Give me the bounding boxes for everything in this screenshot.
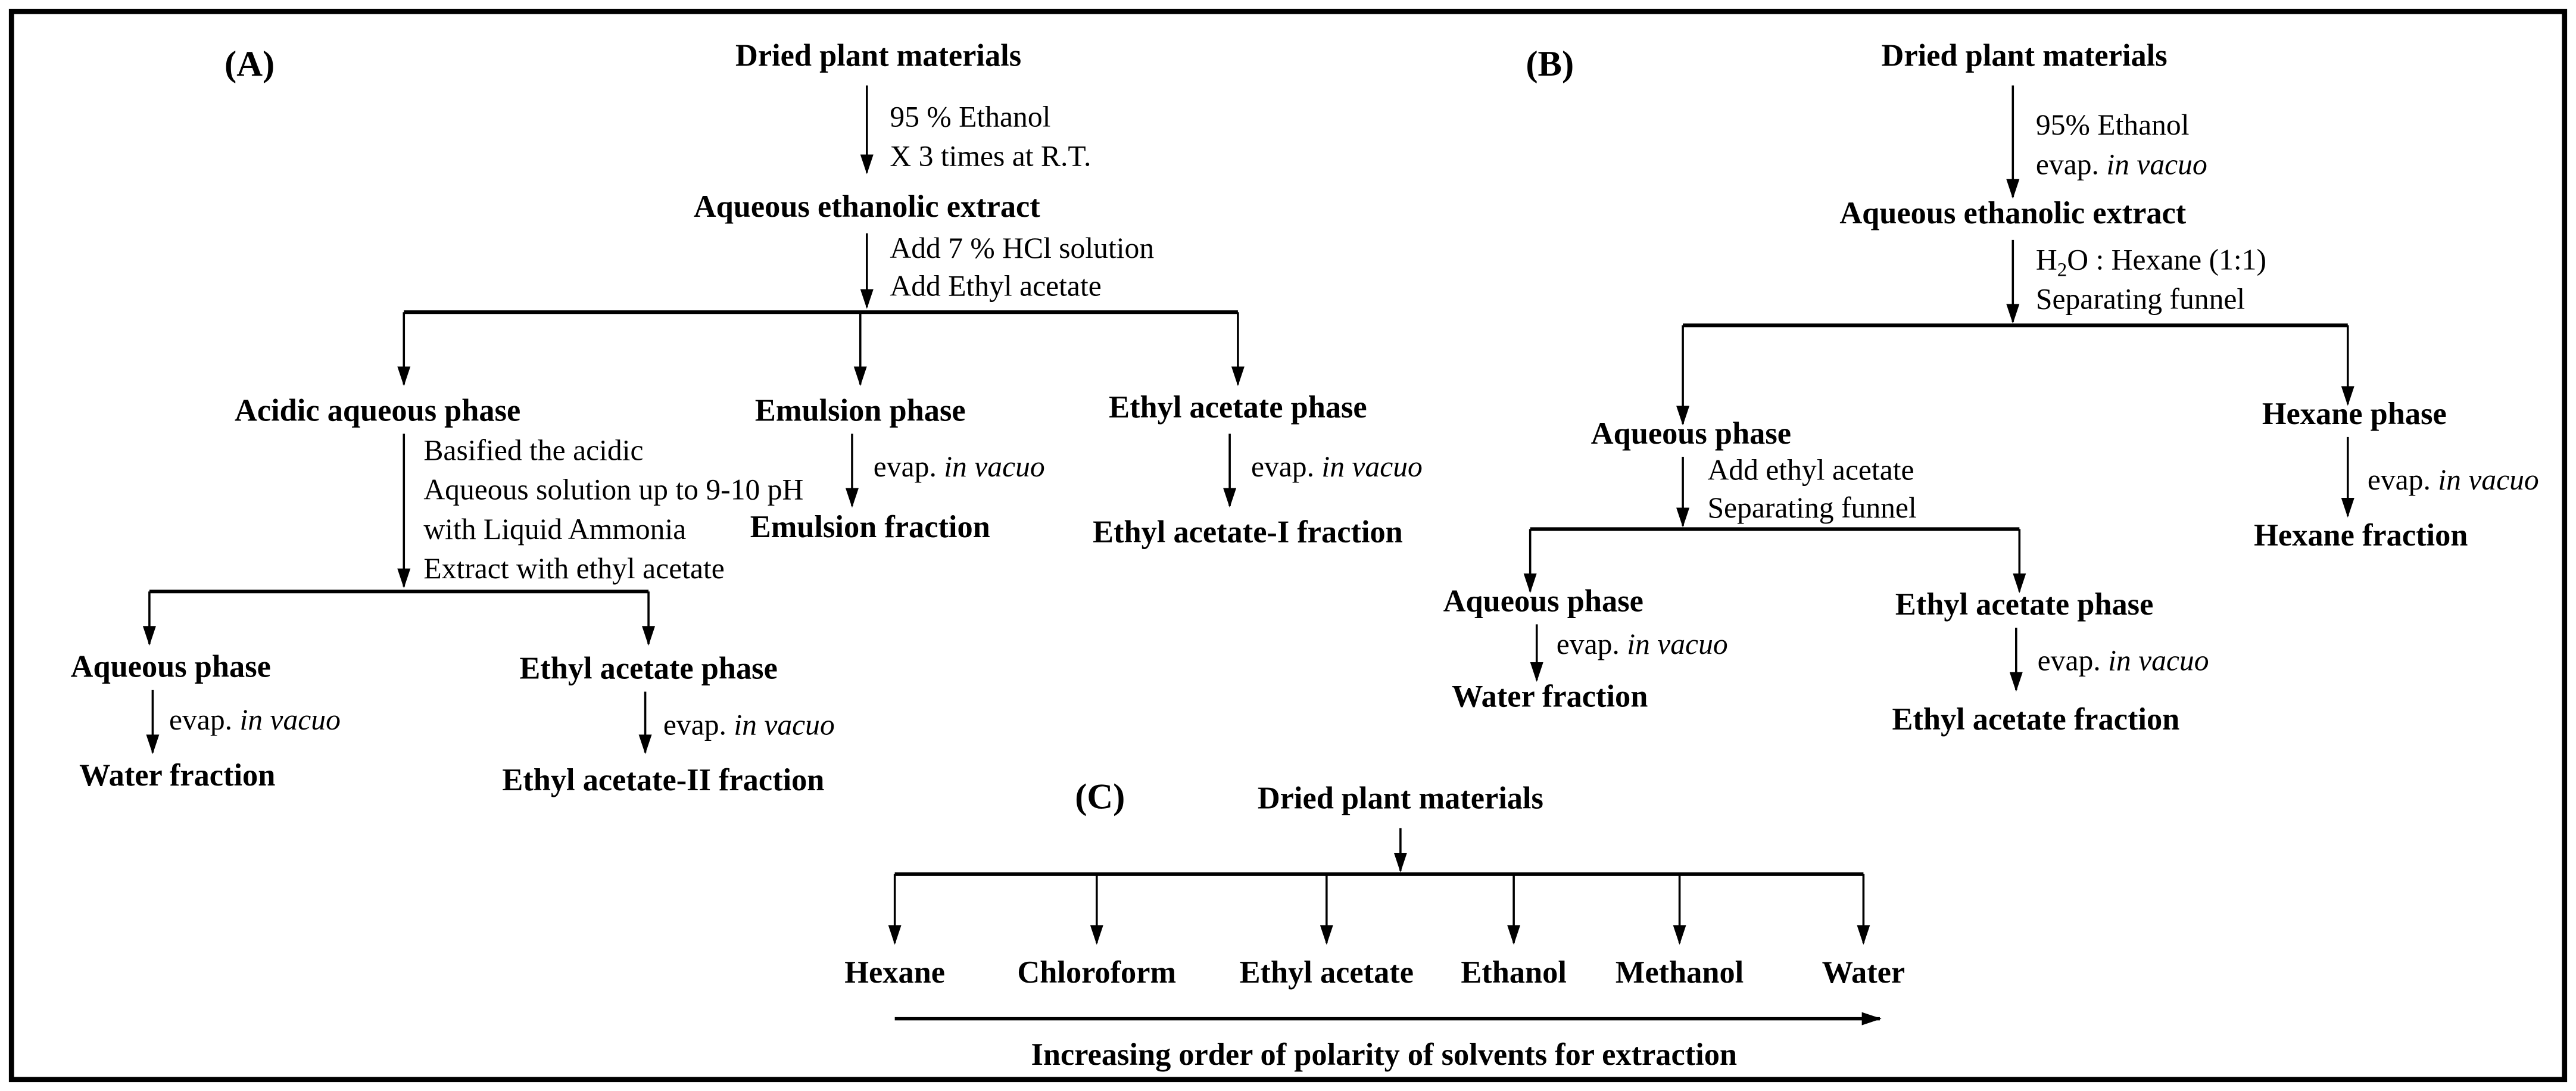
b-ethyl-acetate-phase: Ethyl acetate phase (1895, 587, 2153, 622)
b-ea-note-2: Separating funnel (1707, 491, 1916, 524)
b-ethanol-note-2: evap. in vacuo (2036, 148, 2207, 180)
c-solvent-hexane: Hexane (844, 955, 945, 990)
a-evap-note-ea2: evap. in vacuo (663, 708, 835, 741)
a-ethyl-acetate-i-fraction: Ethyl acetate-I fraction (1093, 515, 1403, 549)
c-polarity-caption: Increasing order of polarity of solvents… (1031, 1037, 1738, 1072)
a-basified-note-2: Aqueous solution up to 9-10 pH (423, 473, 803, 506)
a-emulsion-phase: Emulsion phase (755, 393, 966, 428)
b-hexane-fraction: Hexane fraction (2254, 518, 2468, 553)
b-hexane-phase: Hexane phase (2262, 397, 2447, 431)
b-water-fraction: Water fraction (1452, 679, 1648, 713)
b-ethanol-note-1: 95% Ethanol (2036, 108, 2190, 141)
a-hcl-note-2: Add Ethyl acetate (890, 270, 1101, 303)
a-ethyl-acetate-phase-upper: Ethyl acetate phase (1109, 390, 1367, 425)
figure-border (8, 8, 2568, 1083)
a-basified-note-4: Extract with ethyl acetate (423, 552, 724, 585)
b-sep-funnel-note-1: Separating funnel (2036, 283, 2245, 316)
a-ethyl-acetate-ii-fraction: Ethyl acetate-II fraction (502, 763, 824, 797)
a-ethyl-acetate-phase-lower: Ethyl acetate phase (519, 651, 777, 685)
a-dried-plant-materials: Dried plant materials (735, 38, 1021, 73)
section-c-label: (C) (1075, 777, 1125, 816)
a-ethanol-note-1: 95 % Ethanol (890, 100, 1050, 133)
section-a: (A) Dried plant materials 95 % Ethanol X 3 … (71, 38, 1423, 797)
b-aqueous-phase-lower: Aqueous phase (1443, 584, 1643, 618)
a-aqueous-ethanolic-extract: Aqueous ethanolic extract (694, 189, 1040, 224)
section-b-label: (B) (1526, 44, 1574, 84)
b-dried-plant-materials: Dried plant materials (1882, 38, 2168, 73)
c-dried-plant-materials: Dried plant materials (1258, 781, 1543, 815)
a-evap-note-water: evap. in vacuo (169, 703, 341, 736)
c-solvent-ethyl-acetate: Ethyl acetate (1240, 955, 1414, 990)
b-ethyl-acetate-fraction: Ethyl acetate fraction (1892, 702, 2179, 737)
section-b: (B) Dried plant materials 95% Ethanol evap.… (1443, 38, 2539, 737)
c-solvent-methanol: Methanol (1616, 955, 1744, 990)
c-solvent-ethanol: Ethanol (1461, 955, 1567, 990)
section-a-label: (A) (224, 44, 275, 84)
b-h2o-hexane-note: H2O : Hexane (1:1) (2036, 243, 2266, 280)
a-basified-note-3: with Liquid Ammonia (423, 513, 686, 546)
a-emulsion-fraction: Emulsion fraction (750, 510, 990, 544)
b-aqueous-phase-upper: Aqueous phase (1591, 416, 1791, 451)
b-evap-note-ea: evap. in vacuo (2038, 644, 2209, 677)
a-aqueous-phase: Aqueous phase (71, 650, 271, 684)
b-evap-note-hexane: evap. in vacuo (2368, 463, 2539, 496)
a-basified-note-1: Basified the acidic (423, 434, 643, 467)
b-aqueous-ethanolic-extract: Aqueous ethanolic extract (1839, 196, 2186, 230)
a-evap-note-emulsion: evap. in vacuo (874, 450, 1045, 483)
b-evap-note-water: evap. in vacuo (1557, 628, 1728, 660)
c-solvent-water: Water (1822, 955, 1906, 990)
c-solvent-chloroform: Chloroform (1017, 955, 1176, 990)
a-hcl-note-1: Add 7 % HCl solution (890, 232, 1154, 264)
a-evap-note-ea1: evap. in vacuo (1251, 450, 1423, 483)
a-acidic-aqueous-phase: Acidic aqueous phase (235, 393, 520, 428)
a-ethanol-note-2: X 3 times at R.T. (890, 140, 1091, 173)
diagram-root: (A) Dried plant materials 95 % Ethanol X 3 … (71, 38, 2539, 1072)
a-water-fraction: Water fraction (79, 758, 275, 793)
b-ea-note-1: Add ethyl acetate (1707, 454, 1914, 487)
